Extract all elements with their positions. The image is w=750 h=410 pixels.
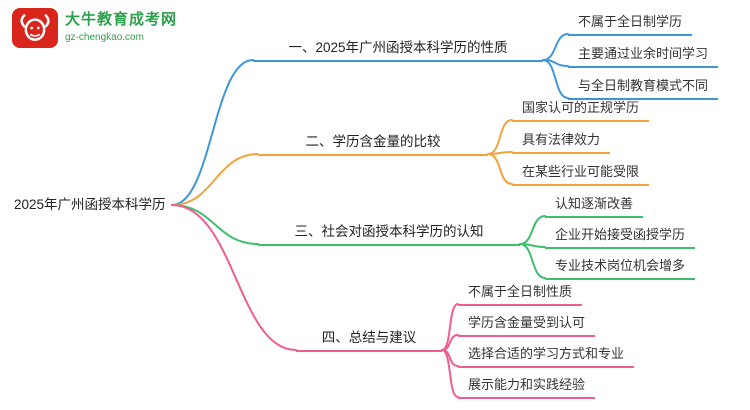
bull-face-graphic — [20, 14, 50, 41]
root-to-branch-3-connector — [171, 204, 259, 245]
branch-4-leaf-4: 展示能力和实践经验 — [458, 373, 596, 399]
branch-2-leaf-1: 国家认可的正规学历 — [512, 96, 650, 122]
brand-domain: gz-chengkao.com — [65, 31, 144, 43]
branch-1-child-1-connector — [542, 33, 569, 61]
branch-1-child-3-connector — [542, 59, 569, 99]
branch-2-topic: 二、学历含金量的比较 — [258, 132, 488, 156]
branch-3-topic: 三、社会对函授本科学历的认知 — [258, 222, 520, 246]
site-logo[interactable]: 大牛教育成考网 gz-chengkao.com — [12, 8, 177, 48]
logo-text: 大牛教育成考网 gz-chengkao.com — [65, 8, 178, 43]
branch-1-topic: 一、2025年广州函授本科学历的性质 — [253, 38, 543, 62]
branch-4-child-2-connector — [441, 334, 459, 351]
branch-4-leaf-1: 不属于全日制性质 — [458, 280, 583, 306]
root-to-branch-2-connector — [171, 153, 259, 206]
branch-2-child-3-connector — [487, 153, 513, 185]
branch-2-child-2-connector — [487, 151, 513, 155]
branch-3-leaf-1: 认知逐渐改善 — [545, 192, 644, 218]
branch-1-child-2-connector — [542, 59, 569, 67]
branch-3-leaf-3: 专业技术岗位机会增多 — [545, 254, 696, 280]
branch-3-leaf-2: 企业开始接受函授学历 — [545, 223, 696, 249]
brand-name: 大牛教育成考网 — [65, 11, 178, 28]
branch-4-leaf-2: 学历含金量受到认可 — [458, 311, 596, 337]
branch-1-leaf-3: 与全日制教育模式不同 — [568, 74, 719, 100]
bull-logo-icon — [12, 8, 58, 48]
root-topic: 2025年广州函授本科学历 — [14, 197, 166, 212]
branch-4-leaf-3: 选择合适的学习方式和专业 — [458, 342, 635, 368]
branch-4-child-3-connector — [441, 349, 459, 367]
root-to-branch-1-connector — [171, 59, 254, 206]
branch-1-leaf-2: 主要通过业余时间学习 — [568, 42, 719, 68]
branch-4-child-1-connector — [441, 303, 459, 351]
branch-3-child-1-connector — [519, 215, 546, 245]
branch-3-child-3-connector — [519, 243, 546, 279]
branch-3-child-2-connector — [519, 243, 546, 248]
branch-2-leaf-2: 具有法律效力 — [512, 128, 611, 154]
branch-4-topic: 四、总结与建议 — [296, 328, 442, 352]
branch-2-child-1-connector — [487, 119, 513, 155]
branch-4-child-4-connector — [441, 349, 459, 398]
branch-2-leaf-3: 在某些行业可能受限 — [512, 160, 650, 186]
branch-1-leaf-1: 不属于全日制学历 — [568, 10, 693, 36]
